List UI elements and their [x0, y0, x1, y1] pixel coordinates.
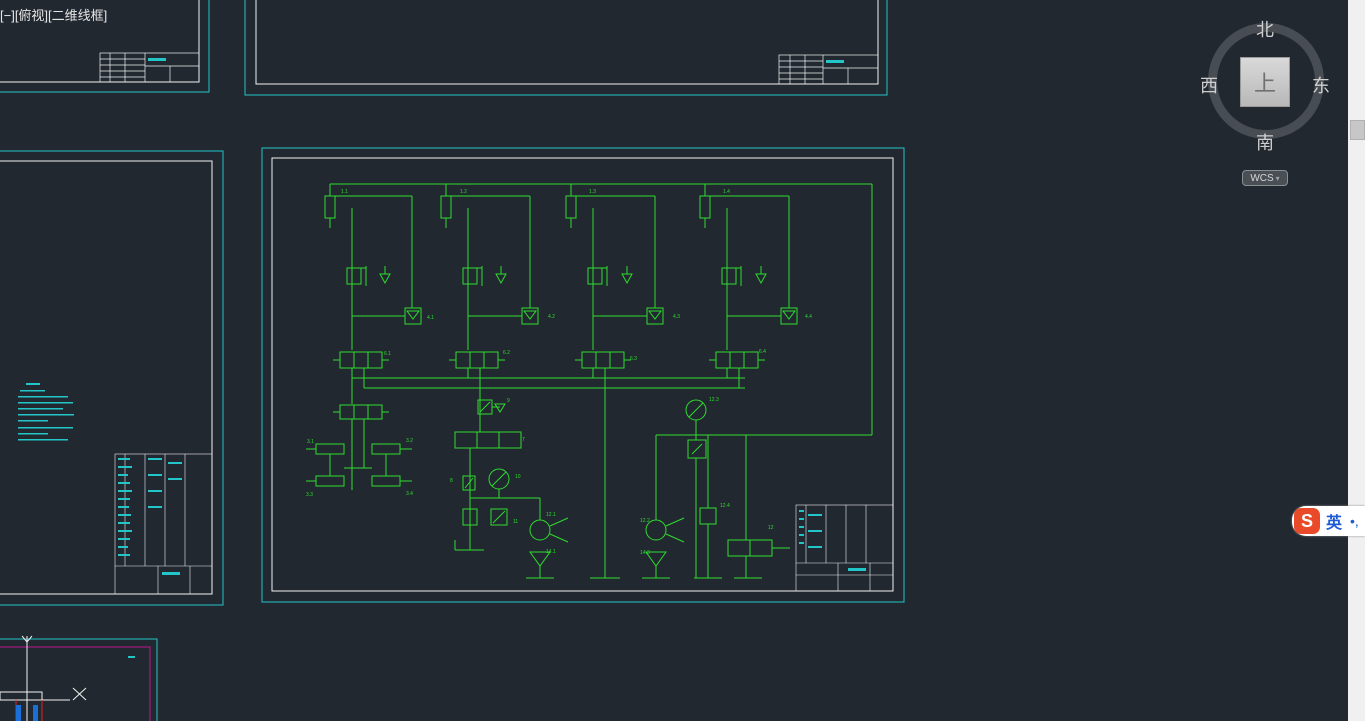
- title-block: [99, 52, 200, 83]
- wcs-menu-button[interactable]: WCS ▾: [1242, 170, 1288, 186]
- technical-notes: [18, 383, 74, 441]
- section-detail: [0, 635, 135, 721]
- svg-text:1.4: 1.4: [723, 189, 730, 195]
- svg-text:4.3: 4.3: [673, 314, 680, 320]
- compass-ring[interactable]: [1208, 23, 1324, 139]
- sheet-top-left[interactable]: [0, 0, 210, 93]
- title-block: [778, 54, 879, 85]
- svg-text:6.1: 6.1: [384, 351, 391, 357]
- sheet-hydraulic-schematic[interactable]: 1.1 1.2 1.3 1.4 3.1 3.2 3.3 3.4 4.1 4.2 …: [261, 147, 905, 603]
- hydraulic-circuit: [306, 183, 873, 579]
- vertical-scrollbar[interactable]: [1348, 0, 1365, 721]
- title-block: [795, 504, 894, 592]
- svg-text:12.2: 12.2: [640, 518, 650, 524]
- svg-text:1.1: 1.1: [341, 189, 348, 195]
- svg-text:4.2: 4.2: [548, 314, 555, 320]
- chevron-down-icon: ▾: [1275, 173, 1280, 183]
- svg-text:3.3: 3.3: [306, 492, 313, 498]
- component-labels: 1.1 1.2 1.3 1.4 3.1 3.2 3.3 3.4 4.1 4.2 …: [306, 189, 812, 556]
- svg-text:4.4: 4.4: [805, 314, 812, 320]
- svg-text:3.2: 3.2: [406, 438, 413, 444]
- svg-text:1.2: 1.2: [460, 189, 467, 195]
- ime-status-bar[interactable]: S 英 •,: [1292, 506, 1365, 536]
- svg-text:6.3: 6.3: [630, 356, 637, 362]
- svg-text:11: 11: [513, 519, 518, 525]
- svg-text:10: 10: [515, 474, 521, 480]
- svg-text:6.2: 6.2: [503, 350, 510, 356]
- compass-north[interactable]: 北: [1256, 20, 1274, 41]
- svg-text:3.4: 3.4: [406, 491, 413, 497]
- svg-text:7: 7: [522, 437, 525, 443]
- scrollbar-thumb[interactable]: [1350, 120, 1365, 140]
- svg-text:8: 8: [450, 478, 453, 484]
- sheet-bottom-left[interactable]: [0, 635, 158, 721]
- svg-text:12: 12: [768, 525, 774, 531]
- svg-text:6.4: 6.4: [759, 349, 766, 355]
- viewcube-top-face[interactable]: 上: [1240, 57, 1290, 107]
- svg-text:12.1: 12.1: [546, 512, 556, 518]
- sheet-left-middle[interactable]: [0, 150, 224, 606]
- svg-text:12.3: 12.3: [709, 397, 719, 403]
- title-block: [114, 453, 213, 595]
- svg-text:9: 9: [507, 398, 510, 404]
- sogou-logo-icon[interactable]: S: [1294, 508, 1320, 534]
- svg-text:14.1: 14.1: [546, 549, 556, 555]
- svg-text:14.3: 14.3: [640, 550, 650, 556]
- viewcube[interactable]: 北 南 东 西 上 WCS ▾: [1200, 15, 1330, 195]
- sheet-top-middle[interactable]: [244, 0, 888, 96]
- compass-south[interactable]: 南: [1256, 133, 1274, 154]
- svg-text:12.4: 12.4: [720, 503, 730, 509]
- viewport-controls-label[interactable]: [−][俯视][二维线框]: [0, 8, 108, 23]
- svg-text:3.1: 3.1: [307, 439, 314, 445]
- parts-list: [799, 510, 866, 571]
- svg-text:4.1: 4.1: [427, 315, 434, 321]
- svg-text:1.3: 1.3: [589, 189, 596, 195]
- compass-west[interactable]: 西: [1200, 76, 1218, 97]
- wcs-label: WCS: [1250, 172, 1274, 184]
- compass-east[interactable]: 东: [1312, 76, 1330, 97]
- parts-list: [118, 458, 182, 575]
- ime-language-toggle[interactable]: 英: [1326, 513, 1343, 532]
- punctuation-mode-icon[interactable]: •,: [1350, 513, 1359, 529]
